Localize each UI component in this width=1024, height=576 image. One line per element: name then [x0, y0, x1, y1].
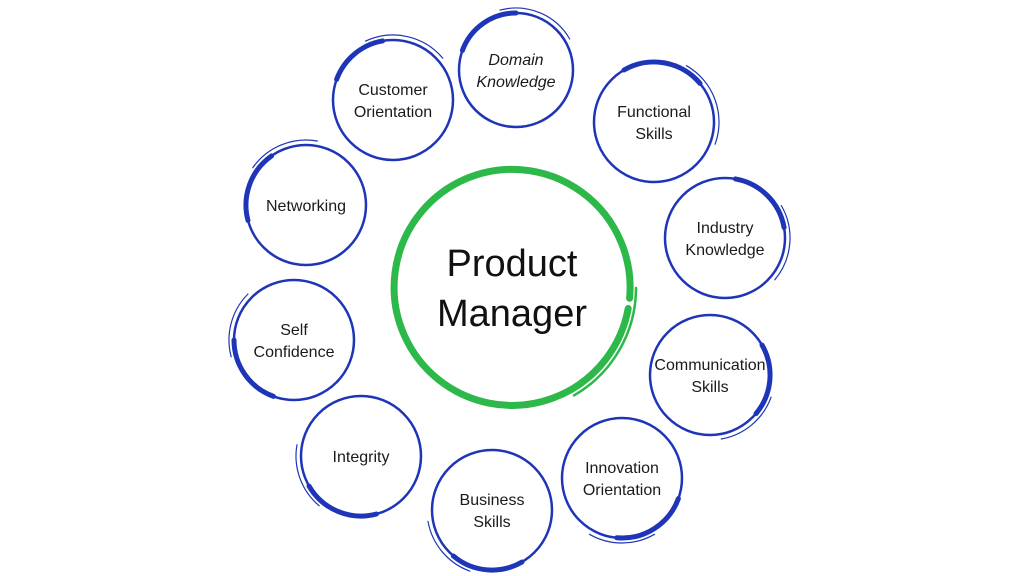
skill-node-label: Orientation — [354, 104, 432, 121]
skill-node-label: Networking — [266, 198, 346, 215]
skill-node-integrity: Integrity — [295, 394, 423, 519]
skill-node-label: Skills — [473, 514, 510, 531]
skill-node-label: Industry — [697, 220, 754, 237]
skill-node-label: Self — [280, 322, 308, 339]
skill-node-tail-arc — [252, 139, 318, 169]
skill-node-accent-arc — [306, 483, 379, 519]
skill-node-tail-arc — [228, 293, 249, 358]
skill-node-label: Business — [460, 492, 525, 509]
skill-node-ring — [430, 448, 554, 572]
skill-node-tail-arc — [499, 7, 571, 40]
skill-node-accent-arc — [450, 553, 525, 573]
skill-node-label: Domain — [488, 52, 543, 69]
skill-node-ring — [648, 313, 772, 437]
skill-node-label: Skills — [635, 126, 672, 143]
skill-node-accent-arc — [621, 59, 703, 86]
skill-node-label: Communication — [654, 357, 765, 374]
skill-node-tail-arc — [720, 396, 772, 440]
skill-node-accent-arc — [231, 337, 276, 399]
skill-node-accent-arc — [243, 153, 275, 223]
skill-node-tail-arc — [427, 520, 471, 572]
skill-node-label: Integrity — [333, 449, 390, 466]
skill-node-label: Confidence — [254, 344, 335, 361]
skill-node-accent-arc — [614, 496, 681, 541]
skill-node-tail-arc — [774, 204, 791, 281]
skill-node-label: Knowledge — [476, 74, 555, 91]
skill-nodes: DomainKnowledgeFunctionalSkillsIndustryK… — [228, 7, 791, 573]
center-label-line: Product — [447, 243, 578, 285]
skill-node-ring — [663, 176, 787, 300]
skill-node-label: Customer — [358, 82, 428, 99]
center-circle-ring — [390, 165, 634, 409]
skill-node-accent-arc — [334, 38, 386, 82]
skill-node-tail-arc — [588, 533, 656, 544]
skill-node-label: Innovation — [585, 460, 659, 477]
skill-node-tail-arc — [685, 65, 720, 145]
skill-node-label: Functional — [617, 104, 691, 121]
skill-node-accent-arc — [753, 342, 773, 417]
skill-node-label: Knowledge — [685, 242, 764, 259]
skill-node-label: Skills — [691, 379, 728, 396]
skill-node-networking: Networking — [243, 139, 368, 267]
skill-node-tail-arc — [364, 34, 444, 59]
skill-node-ring — [331, 38, 455, 162]
center-label-line: Manager — [437, 293, 587, 335]
skill-node-label: Orientation — [583, 482, 661, 499]
skill-node-accent-arc — [732, 176, 787, 231]
center-circle-tail — [572, 286, 638, 397]
skill-node-tail-arc — [295, 444, 320, 507]
skill-node-accent-arc — [459, 10, 519, 53]
